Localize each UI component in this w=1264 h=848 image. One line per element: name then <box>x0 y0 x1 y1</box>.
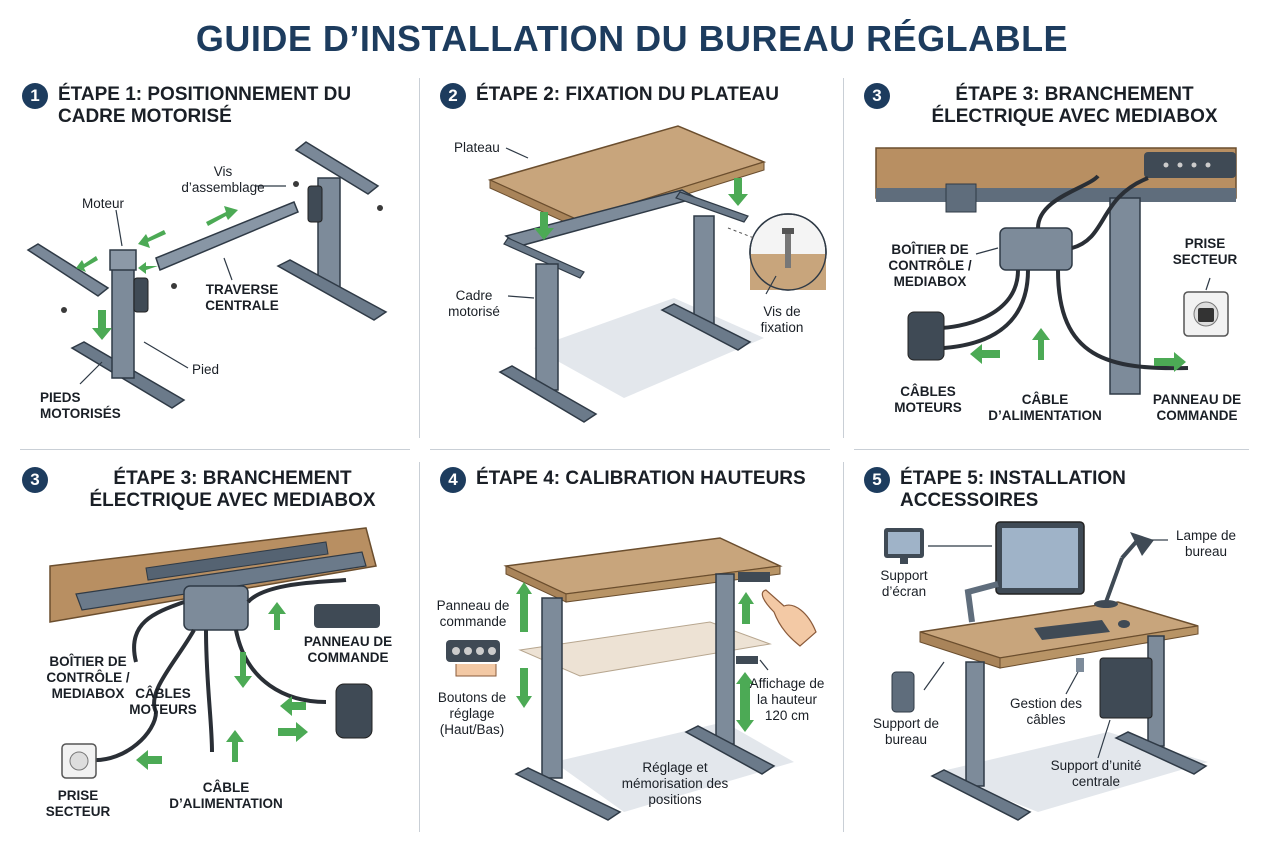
step-3-panel: 3 ÉTAPE 3: BRANCHEMENT ÉLECTRIQUE AVEC M… <box>848 78 1253 446</box>
step-number-badge: 4 <box>440 467 466 493</box>
label-traverse: TRAVERSE CENTRALE <box>205 282 279 313</box>
tabletop-fixation-illustration <box>487 125 827 423</box>
separator <box>419 78 420 438</box>
label-lampe-bureau: Lampe de bureau <box>1175 528 1237 559</box>
step-number-badge: 3 <box>22 467 48 493</box>
step-header: 1 ÉTAPE 1: POSITIONNEMENT DU CADRE MOTOR… <box>22 83 407 128</box>
step-header: 3 ÉTAPE 3: BRANCHEMENT ÉLECTRIQUE AVEC M… <box>864 83 1249 128</box>
label-vis-assemblage: Vis d’assemblage <box>181 164 265 195</box>
step-number-badge: 2 <box>440 83 466 109</box>
label-panneau-commande: Panneau de commande <box>436 598 510 629</box>
accessories-illustration <box>884 521 1208 821</box>
step-heading: ÉTAPE 1: POSITIONNEMENT DU CADRE MOTORIS… <box>58 84 352 127</box>
label-cables-moteurs: CÂBLES MOTEURS <box>894 384 962 415</box>
separator <box>843 78 844 438</box>
separator <box>430 449 830 450</box>
label-cable-alimentation: CÂBLE D’ALIMENTATION <box>169 780 283 811</box>
label-gestion-cables: Gestion des câbles <box>1009 696 1083 727</box>
label-support-uc: Support d’unité centrale <box>1050 758 1142 789</box>
step-4-panel: 4 ÉTAPE 4: CALIBRATION HAUTEURS <box>424 462 829 830</box>
separator <box>20 449 410 450</box>
height-calibration-illustration <box>446 537 817 821</box>
step-header: 3 ÉTAPE 3: BRANCHEMENT ÉLECTRIQUE AVEC M… <box>22 467 407 512</box>
label-moteur: Moteur <box>82 196 125 211</box>
step-header: 4 ÉTAPE 4: CALIBRATION HAUTEURS <box>440 467 825 493</box>
label-boitier: BOÎTIER DE CONTRÔLE / MEDIABOX <box>888 242 972 289</box>
step-number-badge: 3 <box>864 83 890 109</box>
label-boitier: BOÎTIER DE CONTRÔLE / MEDIABOX <box>46 654 130 701</box>
step-2-panel: 2 ÉTAPE 2: FIXATION DU PLATEAU Plat <box>424 78 829 446</box>
frame-assembly-illustration <box>26 141 388 409</box>
label-support-ecran: Support d’écran <box>880 568 928 599</box>
page-title: GUIDE D’INSTALLATION DU BUREAU RÉGLABLE <box>195 18 1069 59</box>
step-3-panel: 3 ÉTAPE 3: BRANCHEMENT ÉLECTRIQUE AVEC M… <box>6 462 411 830</box>
separator <box>843 462 844 832</box>
label-prise: PRISE SECTEUR <box>45 788 111 819</box>
separator <box>419 462 420 832</box>
mediabox-wiring-illustration <box>49 527 380 779</box>
step-number-badge: 1 <box>22 83 48 109</box>
mediabox-wiring-illustration <box>875 147 1237 395</box>
step-5-panel: 5 ÉTAPE 5: INSTALLATION ACCESSOIRES <box>848 462 1253 830</box>
step-1-panel: 1 ÉTAPE 1: POSITIONNEMENT DU CADRE MOTOR… <box>6 78 411 446</box>
label-plateau: Plateau <box>454 140 500 155</box>
step-heading: ÉTAPE 3: BRANCHEMENT ÉLECTRIQUE AVEC MED… <box>931 84 1218 127</box>
label-prise: PRISE SECTEUR <box>1172 236 1238 267</box>
label-pieds-motorises: PIEDS MOTORISÉS <box>40 390 121 421</box>
separator <box>854 449 1249 450</box>
step-heading: ÉTAPE 3: BRANCHEMENT ÉLECTRIQUE AVEC MED… <box>89 468 376 511</box>
label-support-bureau: Support de bureau <box>872 716 940 747</box>
label-cables-moteurs: CÂBLES MOTEURS <box>129 686 197 717</box>
step-number-badge: 5 <box>864 467 890 493</box>
label-affichage-hauteur: Affichage de la hauteur 120 cm <box>749 676 825 723</box>
label-cable-alimentation: CÂBLE D’ALIMENTATION <box>988 392 1102 423</box>
label-cadre-motorise: Cadre motorisé <box>448 288 500 319</box>
step-heading: ÉTAPE 4: CALIBRATION HAUTEURS <box>476 468 806 489</box>
label-memorisation: Réglage et mémorisation des positions <box>621 760 729 807</box>
label-boutons-reglage: Boutons de réglage (Haut/Bas) <box>437 690 507 737</box>
step-header: 5 ÉTAPE 5: INSTALLATION ACCESSOIRES <box>864 467 1249 512</box>
label-pied: Pied <box>192 362 220 377</box>
label-panneau: PANNEAU DE COMMANDE <box>1152 392 1242 423</box>
step-heading: ÉTAPE 5: INSTALLATION ACCESSOIRES <box>900 468 1126 511</box>
label-panneau: PANNEAU DE COMMANDE <box>303 634 393 665</box>
step-heading: ÉTAPE 2: FIXATION DU PLATEAU <box>476 84 779 105</box>
label-vis-fixation: Vis de fixation <box>760 304 804 335</box>
step-header: 2 ÉTAPE 2: FIXATION DU PLATEAU <box>440 83 825 109</box>
